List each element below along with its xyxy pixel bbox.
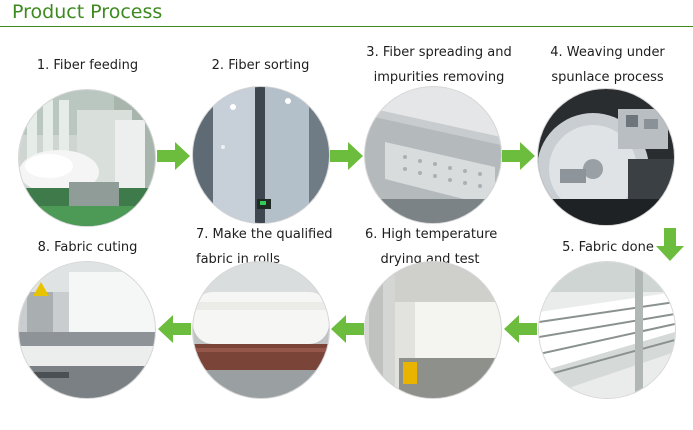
step-6-photo — [365, 262, 501, 398]
step-2-photo — [193, 87, 329, 223]
arrow-right-icon — [502, 142, 535, 170]
arrow-left-icon — [504, 315, 537, 343]
arrow-down-icon — [656, 228, 684, 261]
step-2-label: 2. Fiber sorting — [198, 53, 323, 78]
step-1-label: 1. Fiber feeding — [25, 53, 150, 78]
step-1-photo — [19, 90, 155, 226]
step-3-label-line1: 3. Fiber spreading and — [366, 45, 512, 60]
step-5-label: 5. Fabric done — [553, 235, 663, 260]
step-8-label-line: 8. Fabric cuting — [37, 240, 138, 255]
arrow-left-icon — [158, 315, 191, 343]
step-7-label-line1: 7. Make the qualified — [196, 227, 333, 242]
step-4-photo — [538, 89, 674, 225]
step-3-photo — [365, 87, 501, 223]
arrow-right-icon — [330, 142, 363, 170]
arrow-left-icon — [331, 315, 364, 343]
step-1-label-line: 1. Fiber feeding — [36, 58, 139, 73]
page-title: Product Process — [12, 1, 163, 23]
step-3-label: 3. Fiber spreading and impurities removi… — [364, 40, 514, 90]
step-5-label-line: 5. Fabric done — [562, 240, 654, 255]
step-7-photo — [193, 262, 329, 398]
arrow-right-icon — [157, 142, 190, 170]
step-8-label: 8. Fabric cuting — [25, 235, 150, 260]
step-4-label-line2: spunlace process — [551, 70, 664, 85]
step-6-label-line1: 6. High temperature — [365, 227, 498, 242]
step-3-label-line2: impurities removing — [373, 70, 505, 85]
step-8-photo — [19, 262, 155, 398]
step-2-label-line: 2. Fiber sorting — [211, 58, 310, 73]
step-4-label-line1: 4. Weaving under — [550, 45, 665, 60]
step-5-photo — [539, 262, 675, 398]
title-underline — [0, 26, 693, 27]
step-4-label: 4. Weaving under spunlace process — [545, 40, 670, 90]
